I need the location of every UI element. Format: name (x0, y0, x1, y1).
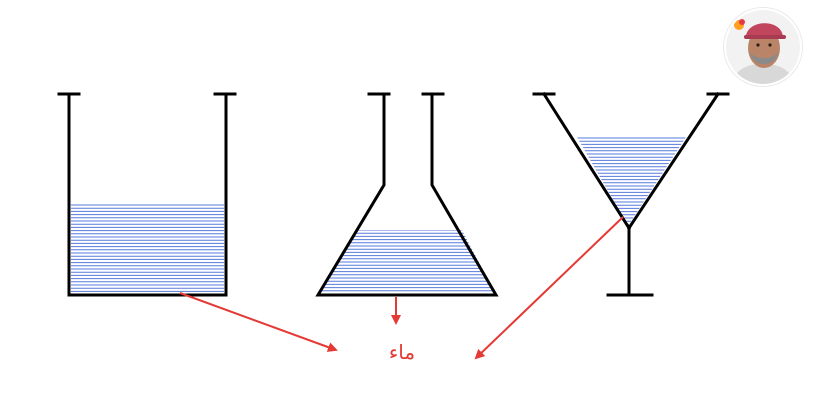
beaker-water (71, 204, 224, 292)
glass-outline (532, 91, 730, 297)
water-label: ماء (388, 340, 416, 364)
avatar-icon (726, 10, 800, 84)
glass-water (577, 137, 686, 225)
arrow-from-beaker (179, 292, 338, 352)
presenter-avatar (724, 8, 802, 86)
beaker-outline (57, 92, 237, 297)
beaker (57, 92, 237, 297)
flask-outline (315, 92, 499, 297)
arrow-from-glass (474, 216, 624, 360)
conical-flask (315, 92, 499, 297)
arrows (179, 216, 624, 360)
conical-glass (532, 91, 730, 297)
